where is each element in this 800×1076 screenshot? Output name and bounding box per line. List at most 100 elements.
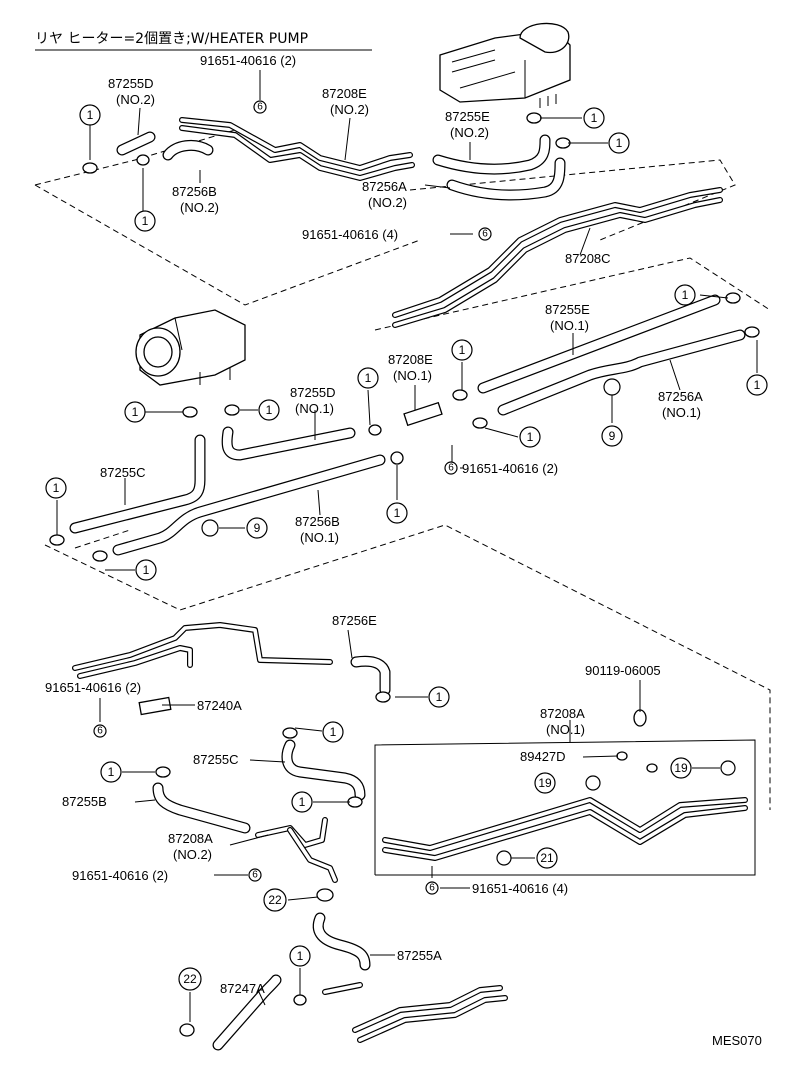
svg-text:1: 1 [299,795,306,809]
svg-text:6: 6 [448,463,454,474]
callout-1: 1 [428,686,450,708]
label-87255d-no1: 87255D [290,385,336,400]
label-87255e-no2: 87255E [445,109,490,124]
label-87256b-no1-sub: (NO.1) [300,530,339,545]
label-87247a: 87247A [220,981,265,996]
callout-1: 1 [583,107,605,129]
callout-1: 1 [386,502,408,524]
hose-87255e-no2 [432,134,551,175]
svg-text:1: 1 [365,371,372,385]
svg-text:6: 6 [482,229,488,240]
callout-6: 6 [444,461,458,475]
callout-9: 9 [601,425,623,447]
callout-6: 6 [425,881,439,895]
clamp-set [49,112,760,1037]
label-87255c-lower: 87255C [193,752,239,767]
callout-1: 1 [322,721,344,743]
hose-87247a [212,974,282,1051]
pipe-87208a-no2 [255,817,338,883]
grommet-9-shape [201,519,219,537]
hose-87256b-no2 [162,139,214,161]
svg-text:9: 9 [254,521,261,535]
svg-text:1: 1 [754,378,761,392]
rear-heater-unit-middle [135,309,246,386]
label-91651-40616-2-top: 91651-40616 (2) [200,53,296,68]
label-87255d-no2-sub: (NO.2) [116,92,155,107]
pipe-87208e-no2 [179,117,415,181]
label-91651-40616-2-bot: 91651-40616 (2) [72,868,168,883]
callout-1: 1 [291,791,313,813]
callout-19: 19 [670,757,692,779]
callout-22: 22 [178,967,202,991]
label-87256a-no2-sub: (NO.2) [368,195,407,210]
label-89427d: 89427D [520,749,566,764]
svg-text:1: 1 [266,403,273,417]
grommet-9-shape [603,378,621,396]
diagram-title: リヤ ヒーター=2個置き;W/HEATER PUMP [35,31,308,47]
label-90119-06005: 90119-06005 [585,663,661,678]
callout-1: 1 [451,339,473,361]
callout-1: 1 [357,367,379,389]
callout-1: 1 [45,477,67,499]
group-outline-mid-right [374,257,771,331]
hose-87256e [350,655,391,696]
hose-87255c-lower [281,739,366,801]
grommet-19-shape [585,775,601,791]
svg-text:6: 6 [429,883,435,894]
group-outline-upper-bottom [34,184,421,306]
hose-87256b-no1 [112,454,386,556]
rear-heater-unit-upper [439,22,571,108]
group-outline-upper-left [34,129,236,186]
label-87255d-no2: 87255D [108,76,154,91]
callout-6: 6 [253,100,267,114]
label-91651-40616-4-bot: 91651-40616 (4) [472,881,568,896]
label-87208e-no1-sub: (NO.1) [393,368,432,383]
group-outline-lower [44,524,771,810]
callout-1: 1 [519,426,541,448]
pipe-bundle-lower [72,622,333,679]
svg-text:1: 1 [142,214,149,228]
hose-87255d-no2 [116,131,156,156]
grommet-21-shape [496,850,512,866]
label-87255e-no1-sub: (NO.1) [550,318,589,333]
hose-87256a-no2 [446,157,566,201]
assembly-frame-87208a [374,739,756,876]
label-87208a-no1-sub: (NO.1) [546,722,585,737]
label-87208a-no2: 87208A [168,831,213,846]
svg-text:1: 1 [436,690,443,704]
callout-1: 1 [135,559,157,581]
label-87255e-no1: 87255E [545,302,590,317]
svg-text:9: 9 [609,429,616,443]
svg-text:1: 1 [591,111,598,125]
svg-text:1: 1 [108,765,115,779]
label-87256b-no2-sub: (NO.2) [180,200,219,215]
label-87208e-no2-sub: (NO.2) [330,102,369,117]
label-87208c: 87208C [565,251,611,266]
label-87256e: 87256E [332,613,377,628]
pipe-assembly-bottom [322,982,508,1043]
label-91651-40616-2-mid: 91651-40616 (2) [462,461,558,476]
label-87256a-no1: 87256A [658,389,703,404]
callout-1: 1 [258,399,280,421]
svg-text:22: 22 [268,893,282,907]
callout-6: 6 [93,724,107,738]
label-87255a: 87255A [397,948,442,963]
svg-text:1: 1 [87,108,94,122]
svg-text:1: 1 [53,481,60,495]
svg-text:21: 21 [540,851,554,865]
svg-text:22: 22 [183,972,197,986]
hose-87255a [312,912,371,971]
callout-1: 1 [100,761,122,783]
svg-text:6: 6 [97,726,103,737]
svg-text:1: 1 [330,725,337,739]
hose-87255c-upper [69,434,206,534]
label-87255d-no1-sub: (NO.1) [295,401,334,416]
callout-1: 1 [124,401,146,423]
callout-6: 6 [248,868,262,882]
label-87256a-no1-sub: (NO.1) [662,405,701,420]
pipe-87208a-no1 [382,797,748,861]
hose-87255d-no1 [221,426,356,461]
label-87208a-no2-sub: (NO.2) [173,847,212,862]
label-87208e-no1: 87208E [388,352,433,367]
